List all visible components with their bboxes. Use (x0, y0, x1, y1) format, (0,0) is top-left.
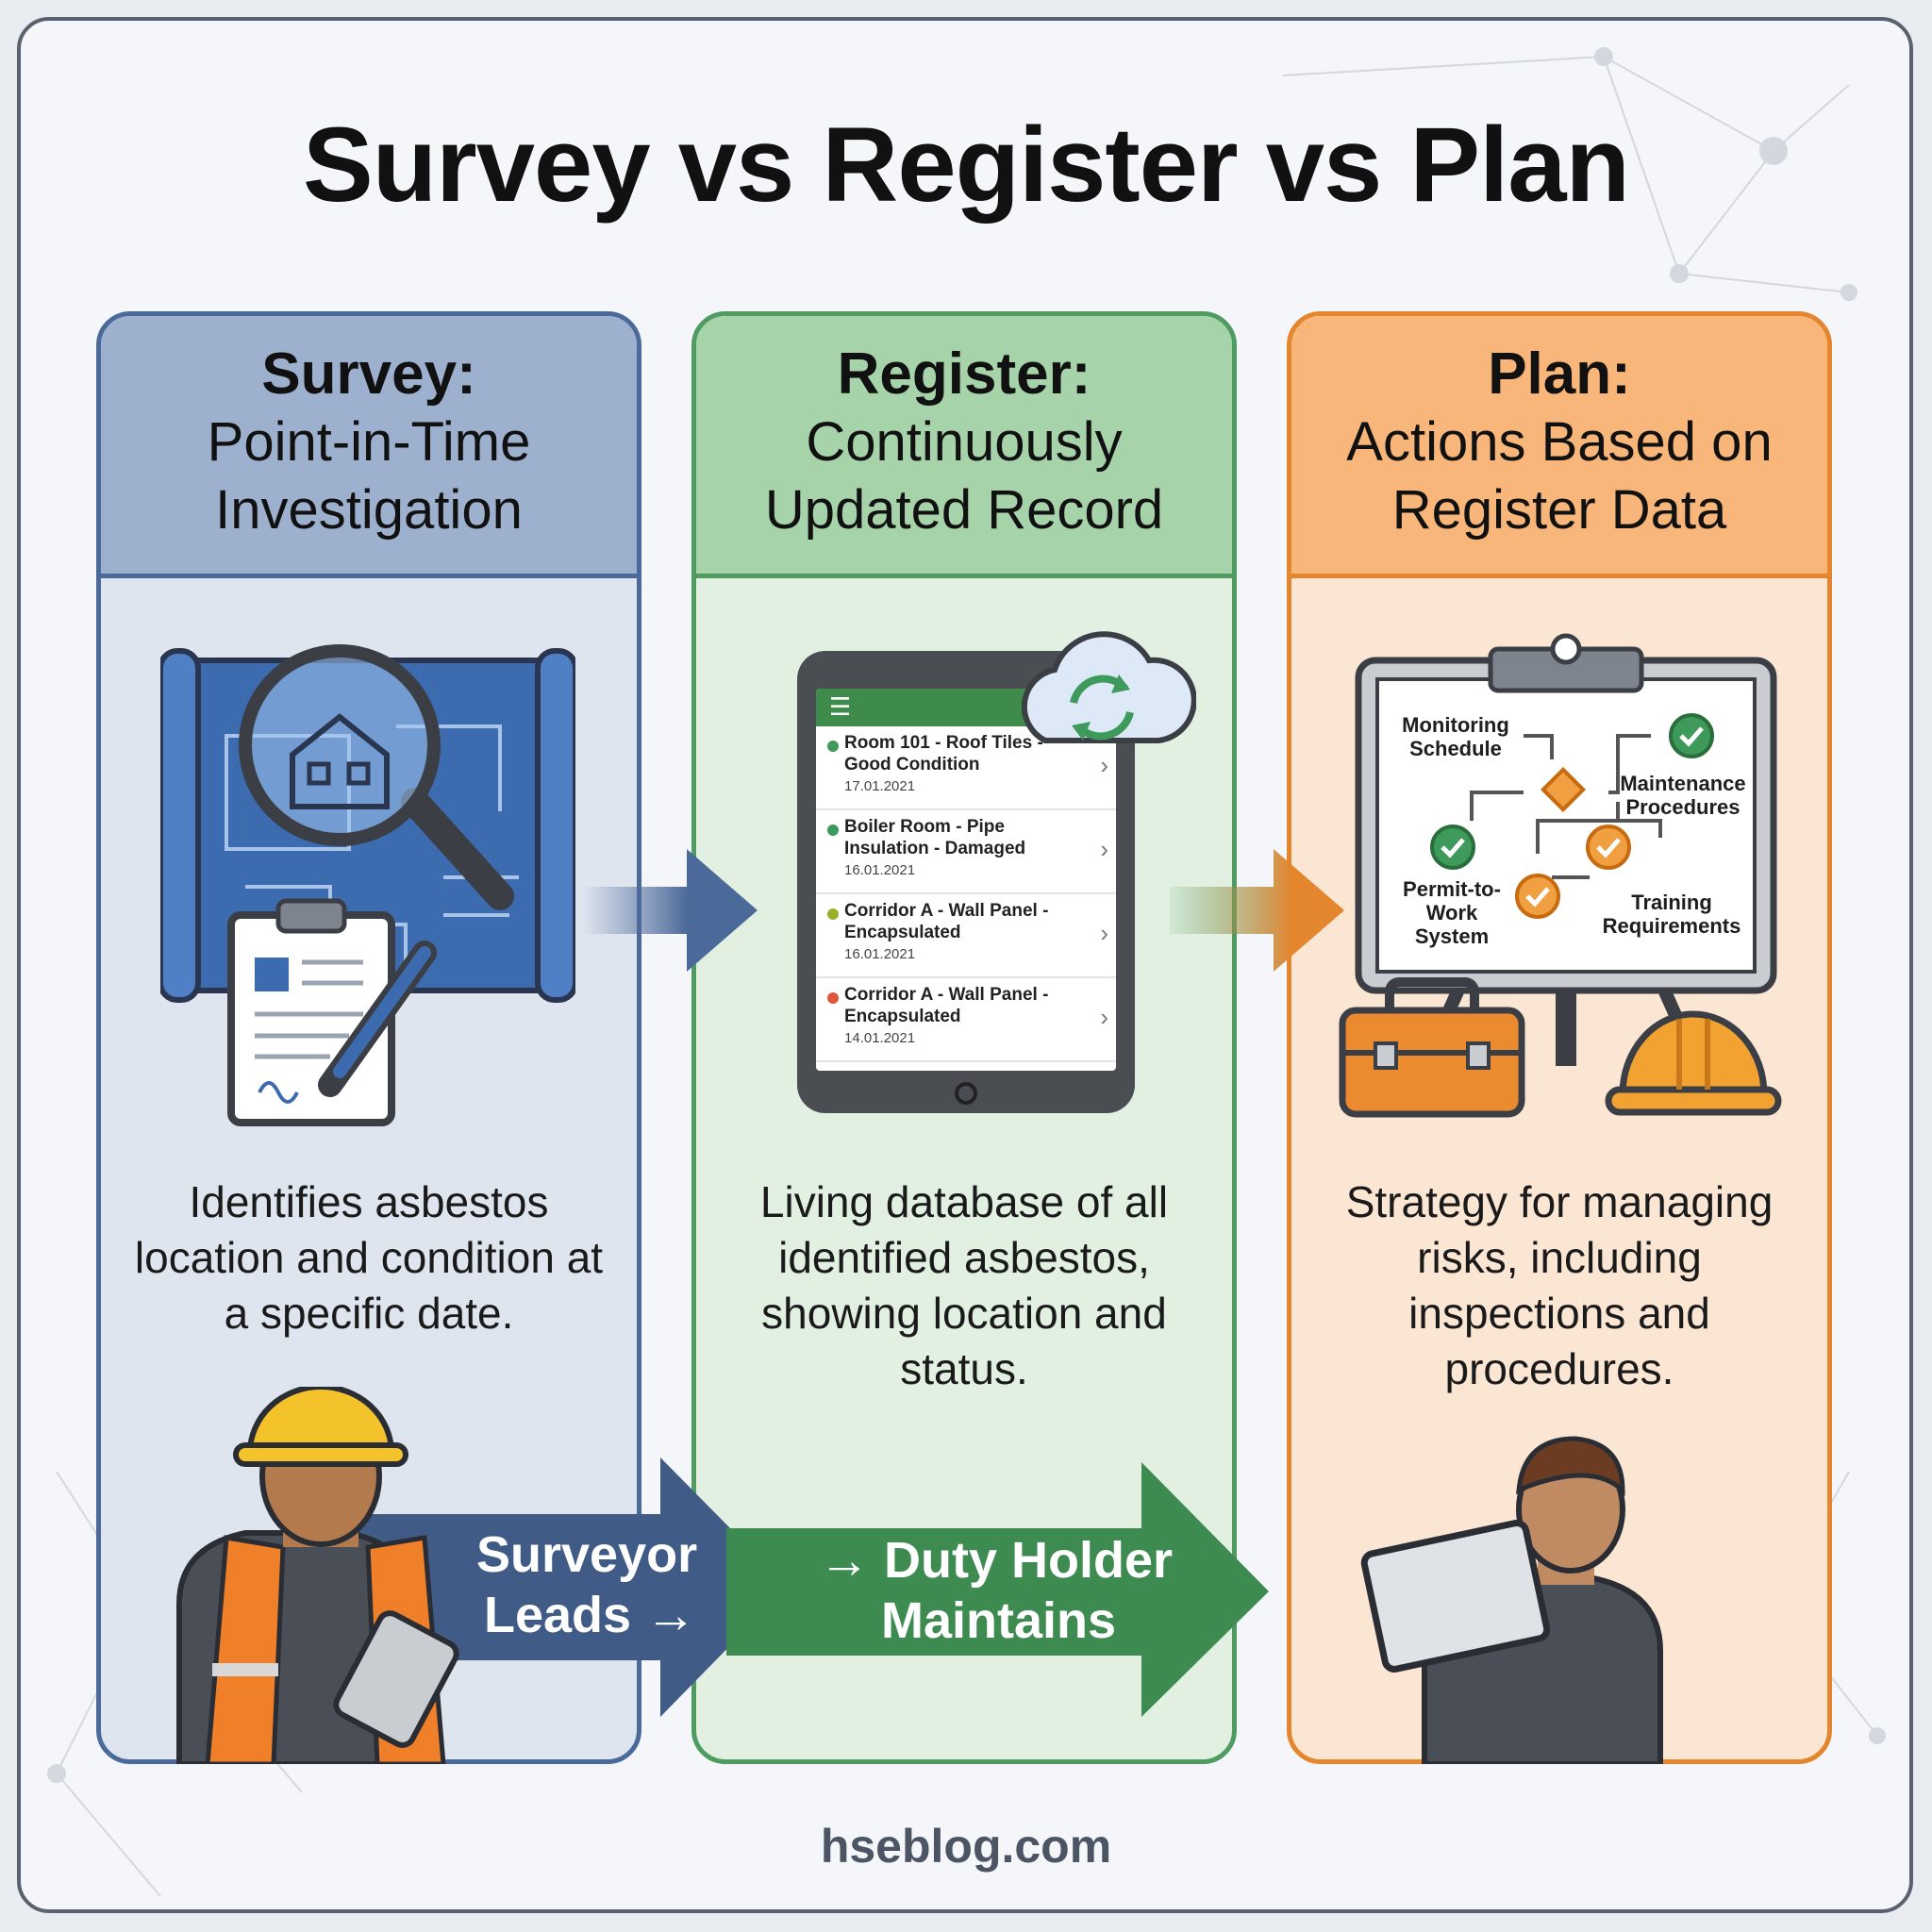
entry-title-line-2: Encapsulated (844, 1007, 961, 1026)
tablet-icon (333, 1610, 459, 1748)
register-to-plan-arrow (1170, 849, 1344, 972)
toolbox-icon (1339, 977, 1525, 1118)
entry-date: 16.01.2021 (844, 946, 916, 962)
survey-header: Survey: Point-in-Time Investigation (101, 316, 637, 578)
register-description: Living database of all identified asbest… (759, 1177, 1169, 1393)
blueprint-magnifier-illustration (160, 644, 575, 1126)
entry-date: 14.01.2021 (844, 1030, 916, 1046)
status-dot (827, 908, 839, 920)
chevron-right-icon[interactable]: › (1100, 835, 1108, 863)
survey-to-register-arrow (583, 849, 758, 972)
check-icon (1586, 824, 1631, 870)
plan-subheading-line-1: Actions Based on (1346, 411, 1773, 473)
register-entry-list: Room 101 - Roof Tiles - Good Condition 17.… (816, 726, 1116, 1062)
hard-hat-icon (1605, 1010, 1782, 1116)
survey-heading: Survey: (261, 341, 476, 407)
status-dot (827, 741, 839, 752)
entry-title-line-1: Corridor A - Wall Panel - (844, 985, 1049, 1005)
check-icon (1669, 713, 1714, 758)
page-title: Survey vs Register vs Plan (303, 106, 1630, 224)
survey-description: Identifies asbestos location and conditi… (134, 1177, 604, 1338)
survey-subheading-line-2: Investigation (215, 479, 523, 541)
register-subheading-line-1: Continuously (806, 411, 1123, 473)
entry-title-line-1: Boiler Room - Pipe (844, 817, 1005, 837)
chevron-right-icon[interactable]: › (1100, 919, 1108, 947)
register-entry[interactable]: Corridor A - Wall Panel - Encapsulated 16.… (816, 894, 1116, 978)
chevron-right-icon[interactable]: › (1100, 1003, 1108, 1031)
register-entry[interactable]: Corridor A - Wall Panel - Encapsulated 14.… (816, 978, 1116, 1062)
magnifier-icon (401, 788, 514, 910)
status-dot (827, 992, 839, 1004)
entry-title-line-2: Good Condition (844, 755, 980, 774)
entry-title-line-1: Room 101 - Roof Tiles - (844, 733, 1043, 753)
entry-title-line-1: Corridor A - Wall Panel - (844, 901, 1049, 921)
check-icon (1515, 874, 1560, 919)
register-subheading-line-2: Updated Record (764, 479, 1164, 541)
hard-hat-icon (246, 1387, 395, 1456)
plan-description: Strategy for managing risks, including i… (1345, 1177, 1774, 1393)
menu-icon[interactable]: ☰ (829, 692, 852, 721)
entry-title-line-2: Insulation - Damaged (844, 839, 1026, 858)
register-entry[interactable]: Room 101 - Roof Tiles - Good Condition 17.… (816, 726, 1116, 810)
survey-subheading-line-1: Point-in-Time (207, 411, 531, 473)
check-icon (1430, 824, 1475, 870)
plan-heading: Plan: (1488, 341, 1631, 407)
plan-subheading-line-2: Register Data (1391, 479, 1727, 541)
surveyor-worker-figure (176, 1387, 459, 1764)
register-header: Register: Continuously Updated Record (696, 316, 1232, 578)
entry-title-line-2: Encapsulated (844, 923, 961, 942)
register-heading: Register: (837, 341, 1091, 407)
entry-date: 17.01.2021 (844, 778, 916, 794)
duty-holder-figure (1360, 1436, 1663, 1764)
entry-date: 16.01.2021 (844, 862, 916, 878)
status-dot (827, 824, 839, 836)
cloud-sync-icon (1021, 631, 1196, 743)
plan-whiteboard-illustration (1355, 633, 1777, 1069)
chevron-right-icon[interactable]: › (1100, 751, 1108, 779)
duty-holder-arrow (726, 1462, 1269, 1717)
plan-header: Plan: Actions Based on Register Data (1291, 316, 1827, 578)
tablet-icon (1360, 1519, 1551, 1673)
site-footer[interactable]: hseblog.com (820, 1820, 1112, 1873)
tablet-home-button (955, 1082, 977, 1105)
